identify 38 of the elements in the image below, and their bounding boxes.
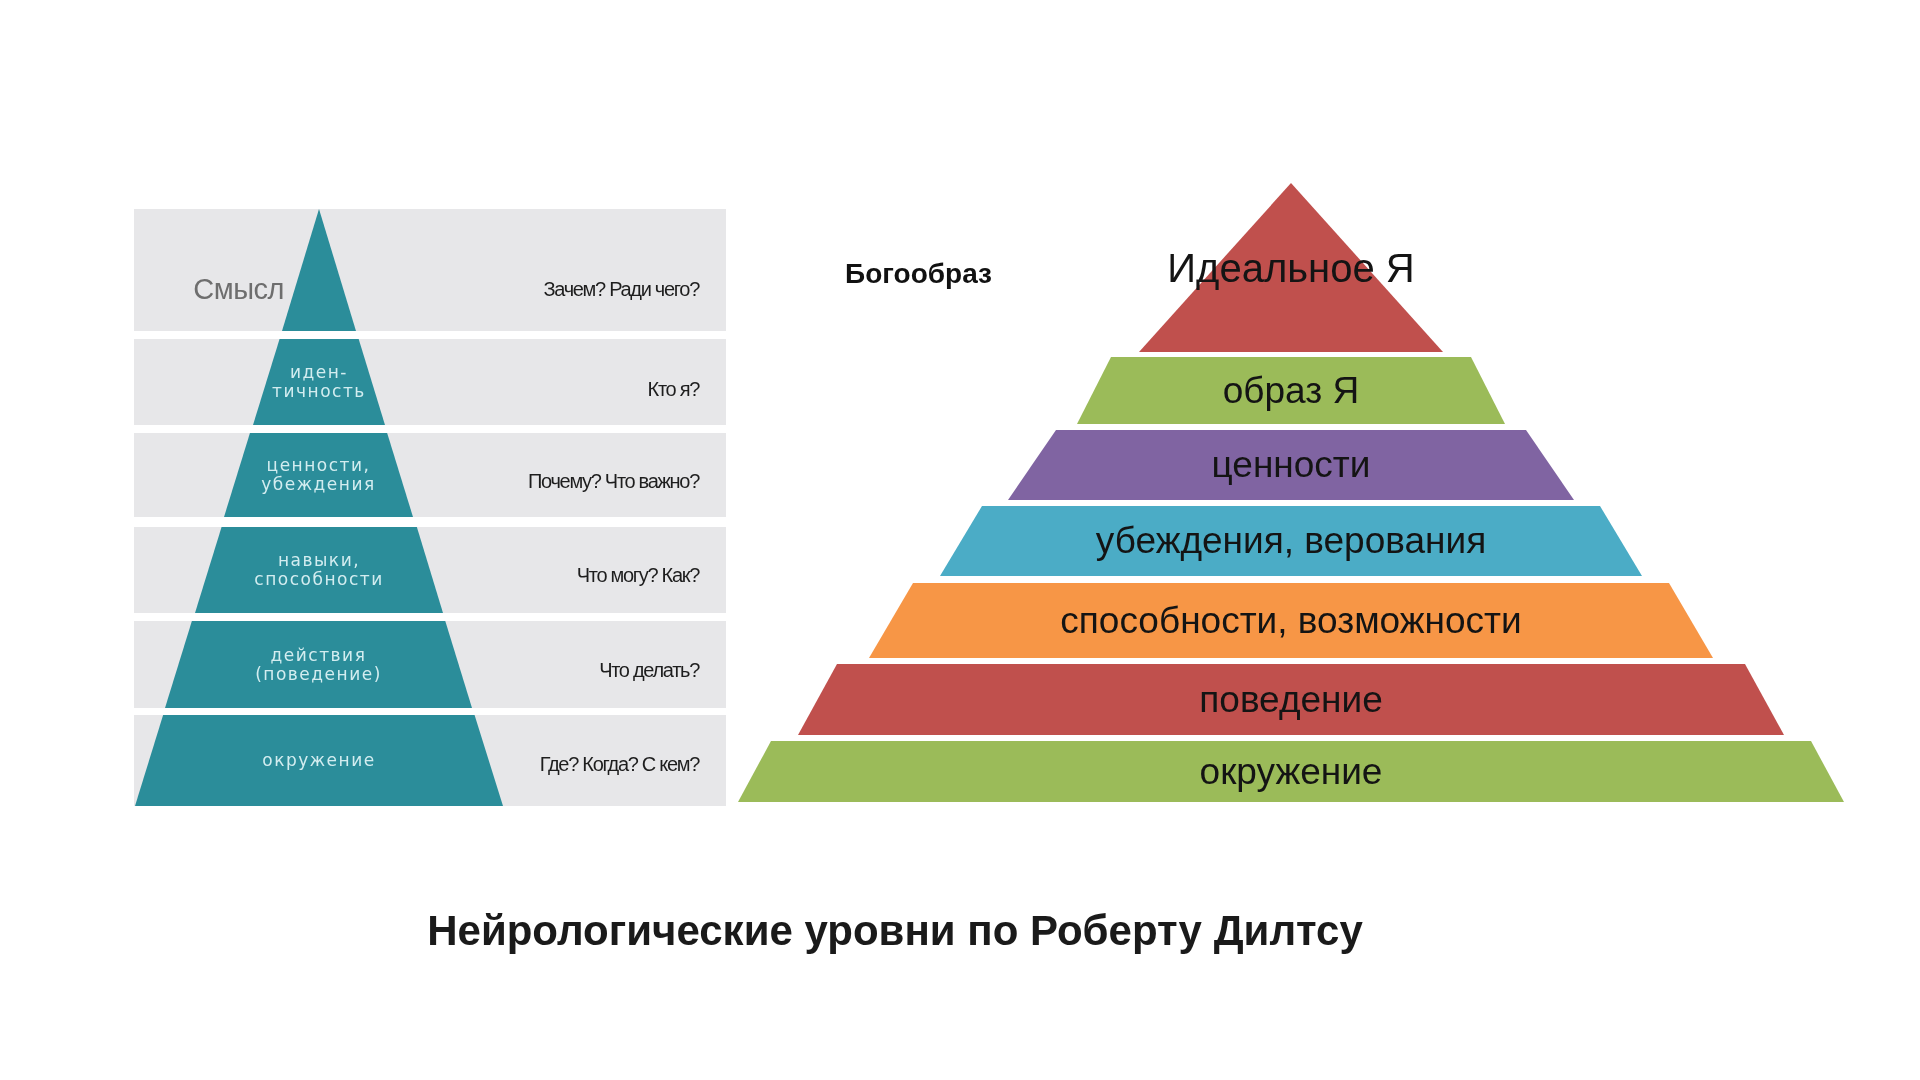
level-label: окружение — [1199, 750, 1383, 793]
level-band — [134, 527, 726, 613]
question-text: Что могу? Как? — [576, 563, 699, 587]
level-label: образ Я — [1222, 369, 1360, 412]
level-band — [134, 339, 726, 425]
level-label: поведение — [1199, 678, 1383, 721]
level-band — [134, 621, 726, 708]
level-label: действия (поведение) — [255, 645, 382, 684]
pyramid-band — [869, 583, 1713, 658]
pyramid-band — [798, 664, 1784, 735]
question-text: Зачем? Ради чего? — [543, 277, 699, 301]
pyramid-band — [1077, 357, 1505, 424]
pyramid-segment — [135, 715, 503, 806]
pyramid-band — [738, 741, 1844, 802]
pyramid-segment — [224, 433, 413, 517]
pyramid-segment — [165, 621, 472, 708]
pyramid-band — [1008, 430, 1574, 500]
level-label: окружение — [262, 751, 376, 770]
question-text: Почему? Что важно? — [528, 469, 699, 493]
level-band — [134, 715, 726, 806]
level-label: иден- тичность — [272, 363, 366, 401]
side-label: Смысл — [193, 272, 284, 306]
level-label: ценности, убеждения — [261, 456, 376, 494]
level-label: ценности — [1211, 444, 1371, 486]
question-text: Где? Когда? С кем? — [539, 752, 699, 776]
pyramid-segment — [282, 209, 356, 331]
question-text: Что делать? — [599, 658, 699, 682]
level-band — [134, 209, 726, 331]
level-label: навыки, способности — [254, 551, 384, 589]
level-label: способности, возможности — [1060, 599, 1522, 642]
pyramid-segment — [195, 527, 443, 613]
pyramid-band — [940, 506, 1642, 576]
pyramid-segment — [253, 339, 385, 425]
level-band — [134, 433, 726, 517]
note-label: Богообраз — [845, 257, 992, 291]
level-label: убеждения, верования — [1095, 520, 1487, 562]
question-text: Кто я? — [647, 377, 699, 401]
caption: Нейрологические уровни по Роберту Дилтсу — [427, 906, 1363, 956]
